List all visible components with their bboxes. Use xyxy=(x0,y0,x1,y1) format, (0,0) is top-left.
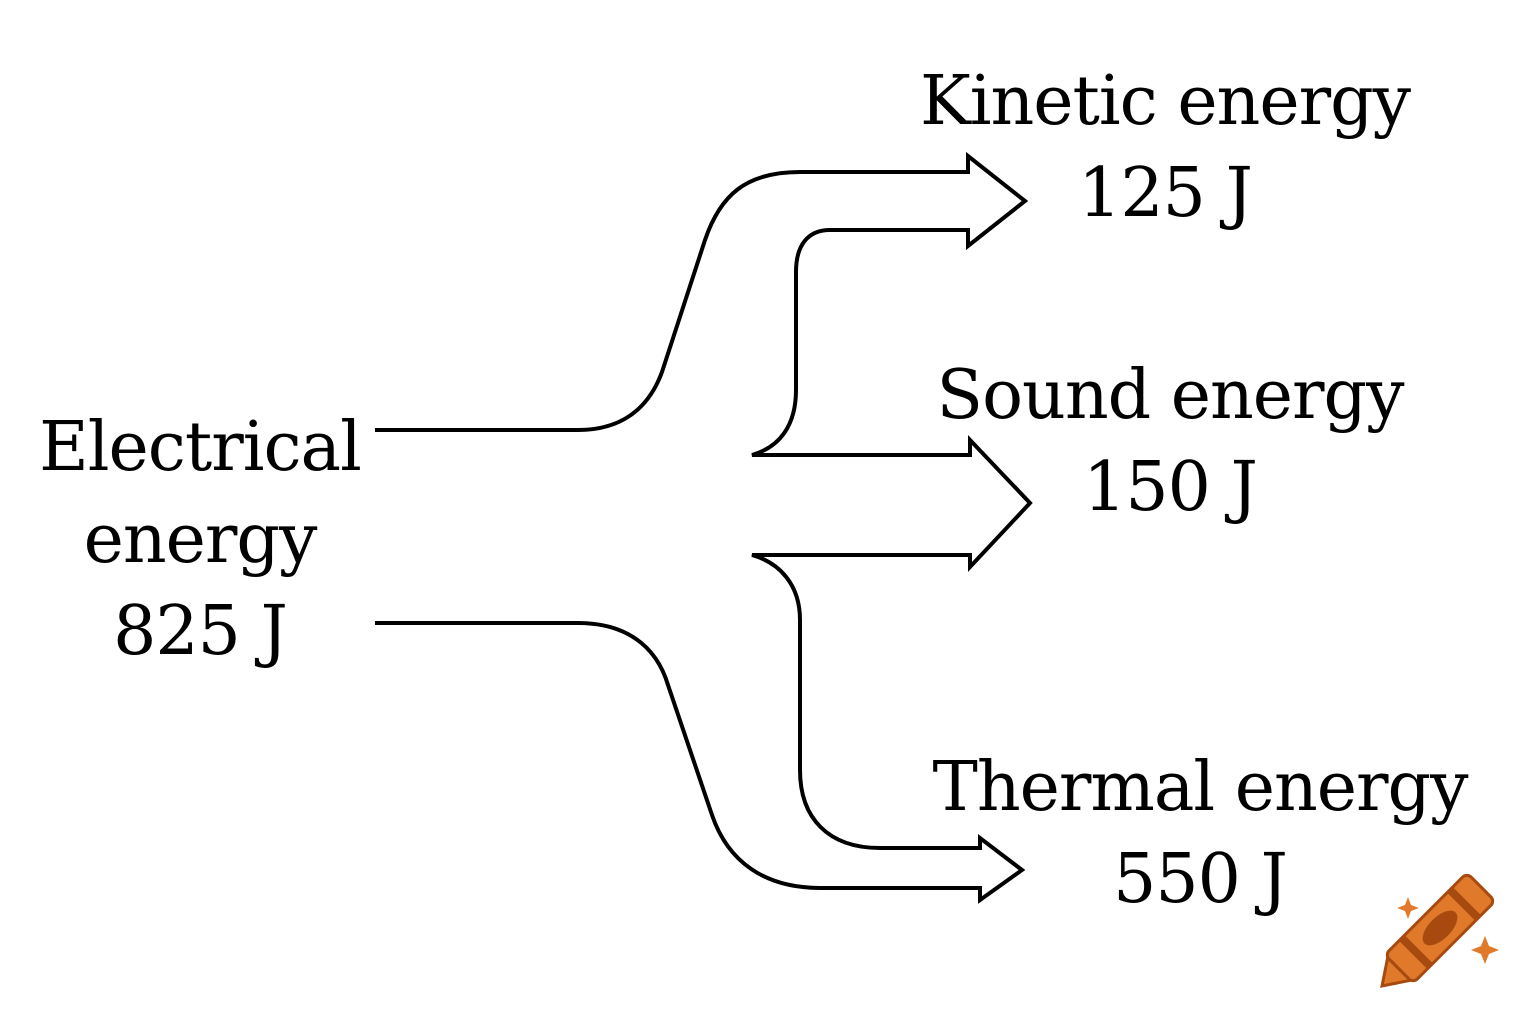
output-label-sound: Sound energy 150 J xyxy=(930,350,1410,534)
output-name: Kinetic energy xyxy=(919,62,1411,141)
output-value: 550 J xyxy=(1113,840,1288,919)
output-label-kinetic: Kinetic energy 125 J xyxy=(910,56,1420,240)
source-name: Electrical xyxy=(39,408,362,487)
flow-outer-top-edge xyxy=(375,151,1033,904)
output-label-thermal: Thermal energy 550 J xyxy=(930,742,1470,926)
source-label: Electrical energy 825 J xyxy=(20,402,380,678)
output-value: 150 J xyxy=(1083,448,1258,527)
sparkle-icon xyxy=(1397,897,1419,919)
crayon-logo-icon xyxy=(1380,873,1495,988)
output-value: 125 J xyxy=(1078,154,1253,233)
output-name: Sound energy xyxy=(936,356,1405,435)
output-name: Thermal energy xyxy=(932,748,1468,827)
sparkle-icon xyxy=(1471,936,1499,964)
source-name-line2: energy xyxy=(83,500,318,579)
source-value: 825 J xyxy=(113,592,288,671)
